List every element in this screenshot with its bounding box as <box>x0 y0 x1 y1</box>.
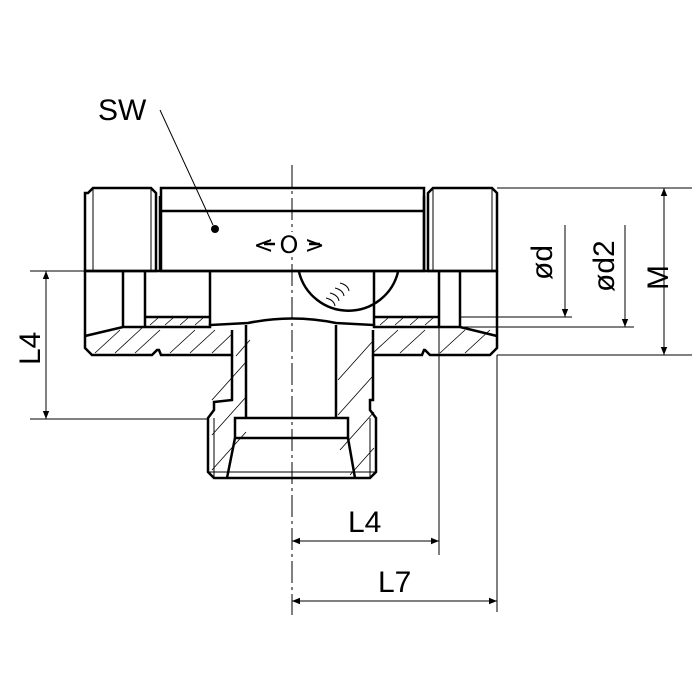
section-hatching <box>94 317 491 476</box>
middle-section <box>83 269 499 357</box>
branch-stem <box>206 325 378 480</box>
od-label: ød <box>526 245 559 280</box>
sw-marker-dot <box>211 225 219 233</box>
m-label: M <box>642 265 675 290</box>
dimension-lines <box>30 109 692 612</box>
l7-label: L7 <box>378 566 411 599</box>
l4-left-label: L4 <box>14 332 47 365</box>
sw-label: SW <box>98 94 147 127</box>
od2-label: ød2 <box>588 240 621 292</box>
flow-symbol: <O> <box>253 231 330 259</box>
l4-bottom-label: L4 <box>348 506 381 539</box>
